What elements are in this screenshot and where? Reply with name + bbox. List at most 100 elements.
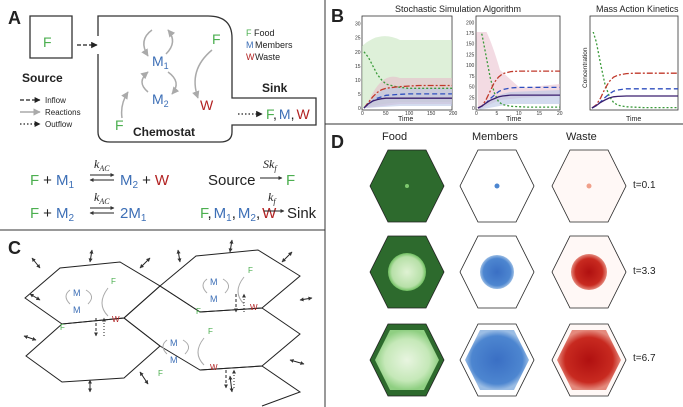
food-dot-t1	[405, 184, 409, 188]
panel-b: B Stochastic Simulation Algorithm Mass A…	[331, 4, 679, 123]
svg-text:M: M	[73, 288, 81, 298]
svg-text:M: M	[210, 277, 218, 287]
legend-members-letter: M	[246, 40, 254, 50]
hex-grid	[24, 249, 302, 407]
svg-text:W: W	[112, 315, 120, 324]
reaction-arrow-6	[120, 91, 129, 119]
reaction-arrow-1	[141, 29, 153, 57]
x-tick-label: 0	[361, 111, 364, 117]
series-line-red	[363, 84, 452, 109]
chemostat-food-bottom: F	[115, 117, 124, 133]
y-tick-label: 125	[466, 52, 475, 58]
svg-text:2M1: 2M1	[120, 205, 147, 224]
y-tick-label: 5	[358, 92, 361, 98]
waste-blob-t2	[571, 254, 607, 290]
svg-text:F: F	[208, 327, 213, 336]
panel-c-letter: C	[8, 238, 21, 258]
panel-d-letter: D	[331, 132, 344, 152]
x-tick-label: 50	[383, 111, 389, 117]
column-members: Members	[472, 131, 518, 143]
panel-b-letter: B	[331, 6, 344, 26]
x-tick-label: 20	[557, 111, 563, 117]
panel-a-letter: A	[8, 8, 21, 28]
svg-text:Source: Source	[208, 172, 256, 189]
svg-text:F: F	[158, 369, 163, 378]
svg-text:M: M	[170, 338, 178, 348]
legend-food-letter: F	[246, 28, 252, 38]
hex-cell-contents: M M F F W M M F F W M M F F W	[60, 266, 258, 389]
source-box	[29, 15, 73, 59]
y-tick-label: 15	[355, 64, 361, 70]
y-tick-label: 0	[472, 106, 475, 112]
row-t3: t=6.7	[633, 353, 656, 364]
reaction-arrow-5	[192, 49, 213, 99]
legend-waste-letter: W	[246, 52, 255, 62]
x-tick-label: 10	[516, 111, 522, 117]
series-line-green	[592, 32, 678, 109]
svg-text:F: F	[60, 323, 65, 332]
equation-4: F,M1,M2,W kf Sink	[200, 190, 317, 224]
ssa-plot-2-xlabel: Time	[506, 116, 521, 123]
equation-3: F+M2 kAC 2M1	[30, 190, 147, 224]
svg-text:F: F	[111, 277, 116, 286]
mak-title: Mass Action Kinetics	[596, 4, 679, 14]
y-tick-label: 10	[355, 78, 361, 84]
mak-ylabel: Concentration	[582, 47, 589, 88]
svg-text:M: M	[73, 305, 81, 315]
reaction-arrow-2	[165, 29, 176, 55]
svg-text:Sink: Sink	[287, 205, 317, 222]
sink-species: F,M,W	[266, 106, 310, 122]
x-tick-label: 15	[537, 111, 543, 117]
y-tick-label: 200	[466, 20, 475, 26]
ssa-plot-1-series	[363, 51, 452, 109]
y-tick-label: 25	[469, 95, 475, 101]
svg-text:F+M2: F+M2	[30, 205, 74, 224]
x-tick-label: 100	[405, 111, 414, 117]
legend-waste: Waste	[255, 52, 280, 62]
food-blob-t2	[388, 253, 426, 291]
food-blob-t3	[375, 330, 439, 390]
y-tick-label: 0	[358, 106, 361, 112]
x-tick-label: 0	[475, 111, 478, 117]
legend-inflow: Inflow	[45, 96, 66, 105]
chemostat-m2: M2	[152, 91, 169, 109]
column-waste: Waste	[566, 131, 597, 143]
svg-text:F: F	[286, 172, 295, 189]
svg-text:Skf: Skf	[263, 157, 278, 173]
x-tick-label: 5	[496, 111, 499, 117]
members-blob-t2	[480, 255, 514, 289]
series-line-green	[363, 51, 452, 89]
svg-text:M2+W: M2+W	[120, 172, 170, 191]
waste-blob-t3	[557, 330, 621, 390]
series-line-green	[480, 32, 560, 108]
y-tick-label: 100	[466, 63, 475, 69]
chemostat-m1: M1	[152, 53, 169, 71]
equation-1: F+M1 kAC M2+W	[30, 157, 170, 191]
row-t1: t=0.1	[633, 180, 656, 191]
x-tick-label: 150	[427, 111, 436, 117]
row-t2: t=3.3	[633, 266, 656, 277]
panel-d: D Food Members Waste t=0.1 t=3.3 t=6.7	[331, 131, 656, 397]
chemostat-waste: W	[200, 97, 214, 113]
mak-plot-series	[591, 32, 678, 109]
chemostat-label: Chemostat	[133, 125, 195, 139]
series-line-purple	[591, 95, 678, 109]
panel-c: C M M F F	[8, 238, 313, 407]
svg-text:M: M	[170, 355, 178, 365]
y-tick-label: 50	[469, 85, 475, 91]
svg-text:M: M	[210, 294, 218, 304]
svg-text:F+M1: F+M1	[30, 172, 74, 191]
ssa-plot-1-xlabel: Time	[398, 116, 413, 123]
series-line-red	[477, 70, 560, 109]
mak-xlabel: Time	[626, 116, 641, 123]
legend-outflow: Outflow	[45, 120, 72, 129]
reaction-arrow-3	[167, 71, 180, 95]
svg-text:F,M1,M2,W: F,M1,M2,W	[200, 205, 277, 224]
source-food-letter: F	[43, 34, 52, 50]
svg-text:kAC: kAC	[94, 190, 110, 206]
svg-text:F: F	[248, 266, 253, 275]
